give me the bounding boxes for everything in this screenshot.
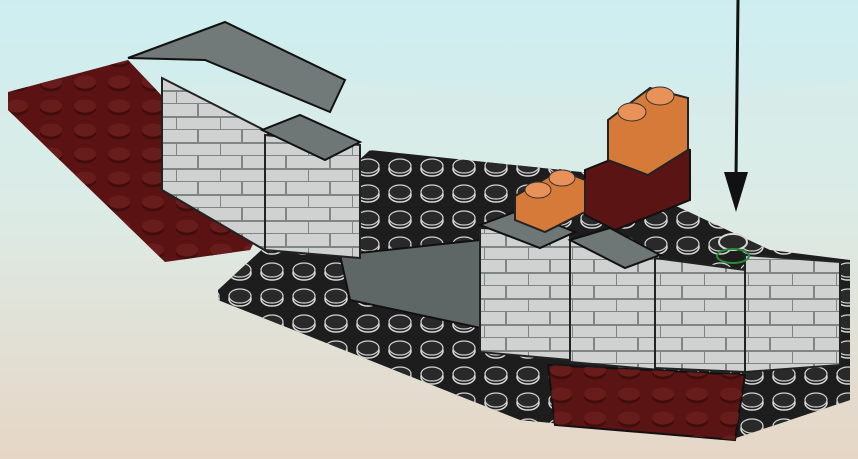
target-stud — [719, 234, 747, 250]
brick-column-5 — [745, 255, 840, 372]
brick-column-2 — [480, 228, 570, 360]
brick-column-4 — [655, 258, 745, 372]
